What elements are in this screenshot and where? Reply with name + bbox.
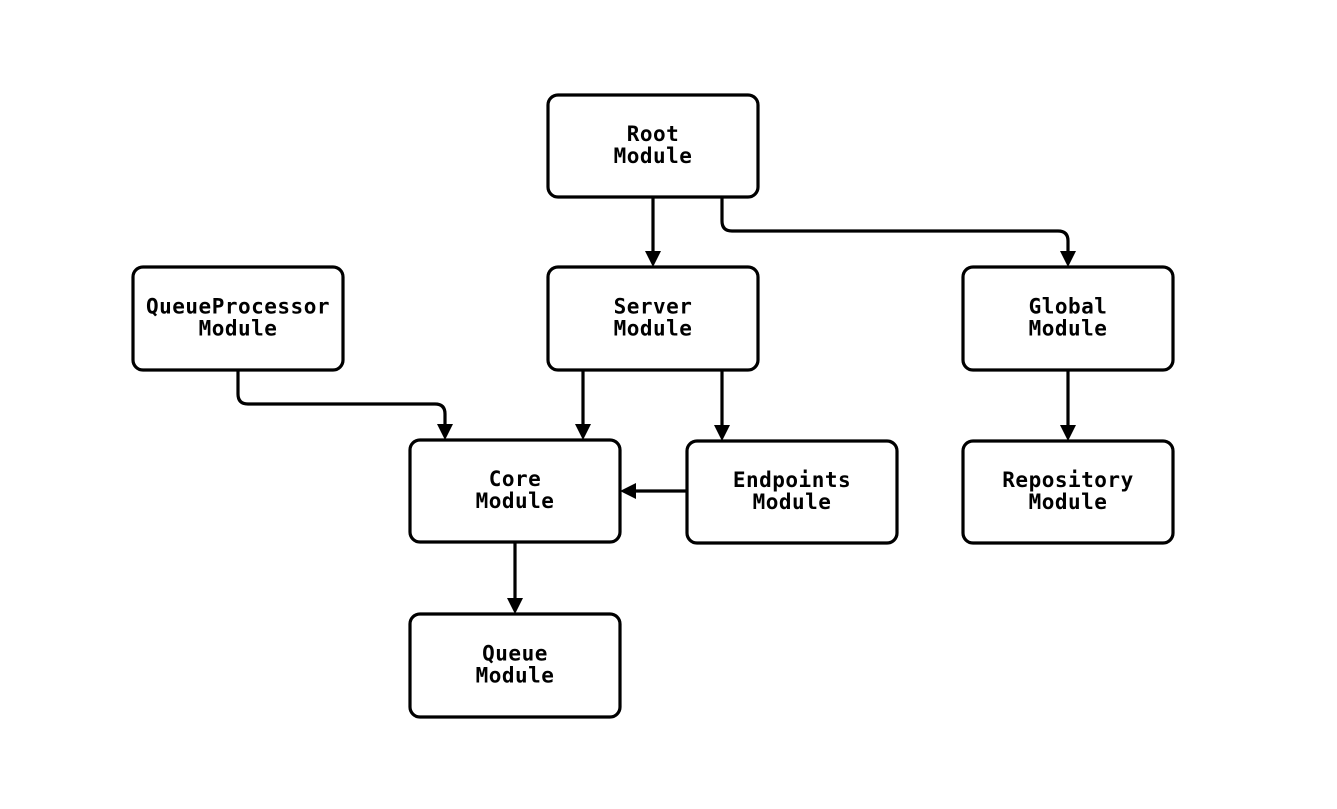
arrow-head-icon [1060, 425, 1076, 441]
edge-root-to-server [645, 197, 661, 267]
arrow-head-icon [437, 424, 453, 440]
edge-server-to-endpoints [714, 370, 730, 441]
edge-line [720, 197, 1070, 252]
node-box[interactable] [546, 93, 760, 199]
edges-layer [236, 197, 1076, 614]
edge-line [236, 370, 447, 425]
edge-queueprocessor-to-core [236, 370, 453, 440]
edge-server-to-core [575, 370, 591, 440]
node-label-line2: Module [614, 317, 693, 341]
arrow-head-icon [507, 598, 523, 614]
node-label-line1: Queue [482, 642, 548, 666]
arrow-head-icon [1060, 251, 1076, 267]
node-label-line1: Global [1029, 295, 1108, 319]
node-label-line2: Module [476, 489, 555, 513]
arrow-head-icon [620, 483, 636, 499]
node-box[interactable] [546, 265, 760, 372]
node-label-line1: Repository [1002, 468, 1133, 492]
edge-global-to-repository [1060, 370, 1076, 441]
node-label-line1: Endpoints [733, 468, 851, 492]
edge-root-to-global [720, 197, 1076, 267]
node-label-line1: Server [614, 295, 693, 319]
node-box[interactable] [961, 439, 1175, 545]
arrow-head-icon [645, 251, 661, 267]
node-label-line2: Module [1029, 317, 1108, 341]
node-label-line1: Root [627, 122, 680, 146]
node-box[interactable] [685, 439, 899, 545]
node-label-line2: Module [199, 317, 278, 341]
node-label-line2: Module [1029, 490, 1108, 514]
node-label-line2: Module [753, 490, 832, 514]
node-label-line2: Module [476, 664, 555, 688]
node-label-line1: QueueProcessor [146, 295, 330, 319]
node-box[interactable] [408, 612, 622, 719]
node-box[interactable] [408, 438, 622, 544]
nodes-layer: RootModuleQueueProcessorModuleServerModu… [131, 93, 1175, 719]
node-label-line1: Core [489, 467, 542, 491]
edge-endpoints-to-core [620, 483, 687, 499]
arrow-head-icon [714, 425, 730, 441]
node-box[interactable] [961, 265, 1175, 372]
arrow-head-icon [575, 424, 591, 440]
node-label-line2: Module [614, 144, 693, 168]
edge-core-to-queue [507, 542, 523, 614]
node-box[interactable] [131, 265, 345, 372]
